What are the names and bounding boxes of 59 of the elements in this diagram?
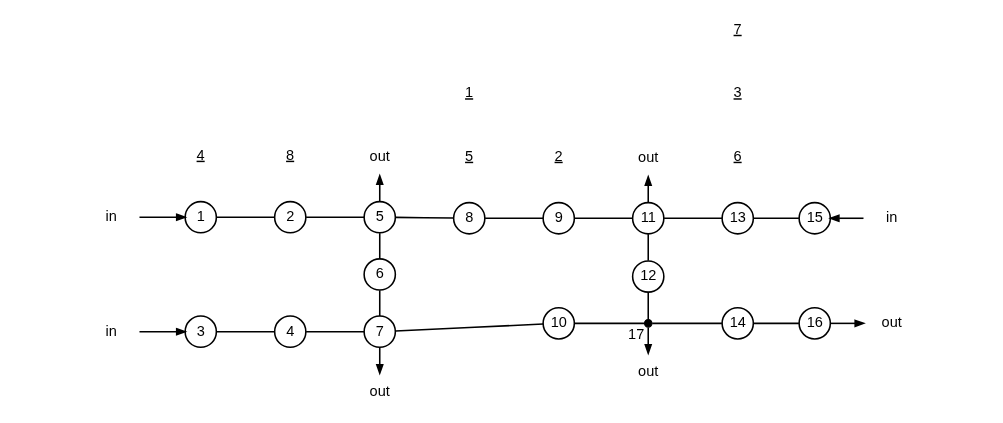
arrow xyxy=(644,174,653,203)
label: 8 xyxy=(286,146,295,163)
connector xyxy=(378,232,381,260)
arrow xyxy=(375,346,384,376)
node-circle: 3 xyxy=(184,315,218,349)
connector xyxy=(573,217,634,220)
connector xyxy=(647,291,649,321)
node-circle: 14 xyxy=(721,307,755,340)
node-circle: 10 xyxy=(542,307,576,340)
label: 2 xyxy=(554,147,563,164)
arrow xyxy=(138,327,188,336)
node-circle: 15 xyxy=(798,201,832,235)
node-text: in xyxy=(105,208,117,225)
connector xyxy=(378,289,381,317)
node-circle: 13 xyxy=(721,201,755,235)
connector xyxy=(305,216,365,218)
node-circle: 9 xyxy=(542,201,576,235)
node-circle: 12 xyxy=(631,260,665,293)
label: 6 xyxy=(733,147,742,164)
node-label: 17 xyxy=(628,325,645,342)
node-circle: 1 xyxy=(184,200,218,234)
connector xyxy=(573,322,646,325)
node-text: out xyxy=(369,147,390,164)
connector xyxy=(305,330,365,333)
connector xyxy=(663,217,723,220)
connector xyxy=(647,233,649,262)
node-circle: 16 xyxy=(798,307,832,340)
arrow xyxy=(828,214,865,223)
arrow xyxy=(829,319,866,328)
label: 7 xyxy=(733,20,742,37)
connector xyxy=(215,330,276,333)
arrow xyxy=(375,173,384,202)
node-dot xyxy=(643,319,653,328)
connector xyxy=(752,217,800,220)
connector xyxy=(394,323,544,332)
node-circle: 8 xyxy=(452,201,486,235)
arrow xyxy=(644,326,653,356)
connector xyxy=(215,216,276,218)
connector xyxy=(394,216,455,219)
node-circle: 5 xyxy=(363,200,397,234)
label: 1 xyxy=(465,84,474,101)
node-text: in xyxy=(886,209,898,226)
label: 4 xyxy=(196,146,205,163)
node-text: out xyxy=(881,314,902,331)
node-circle: 2 xyxy=(273,200,307,234)
node-text: in xyxy=(105,322,117,339)
node-text: out xyxy=(638,148,659,165)
label: 5 xyxy=(465,147,474,164)
node-circle: 11 xyxy=(631,201,665,235)
node-circle: 7 xyxy=(363,315,397,349)
label: 3 xyxy=(733,84,742,101)
node-text: out xyxy=(638,363,659,380)
connector xyxy=(651,322,723,325)
node-circle: 4 xyxy=(273,315,307,349)
connector xyxy=(484,217,544,220)
node-circle: 6 xyxy=(363,258,397,291)
arrow xyxy=(138,213,188,222)
node-text: out xyxy=(369,382,390,399)
connector xyxy=(752,322,800,325)
